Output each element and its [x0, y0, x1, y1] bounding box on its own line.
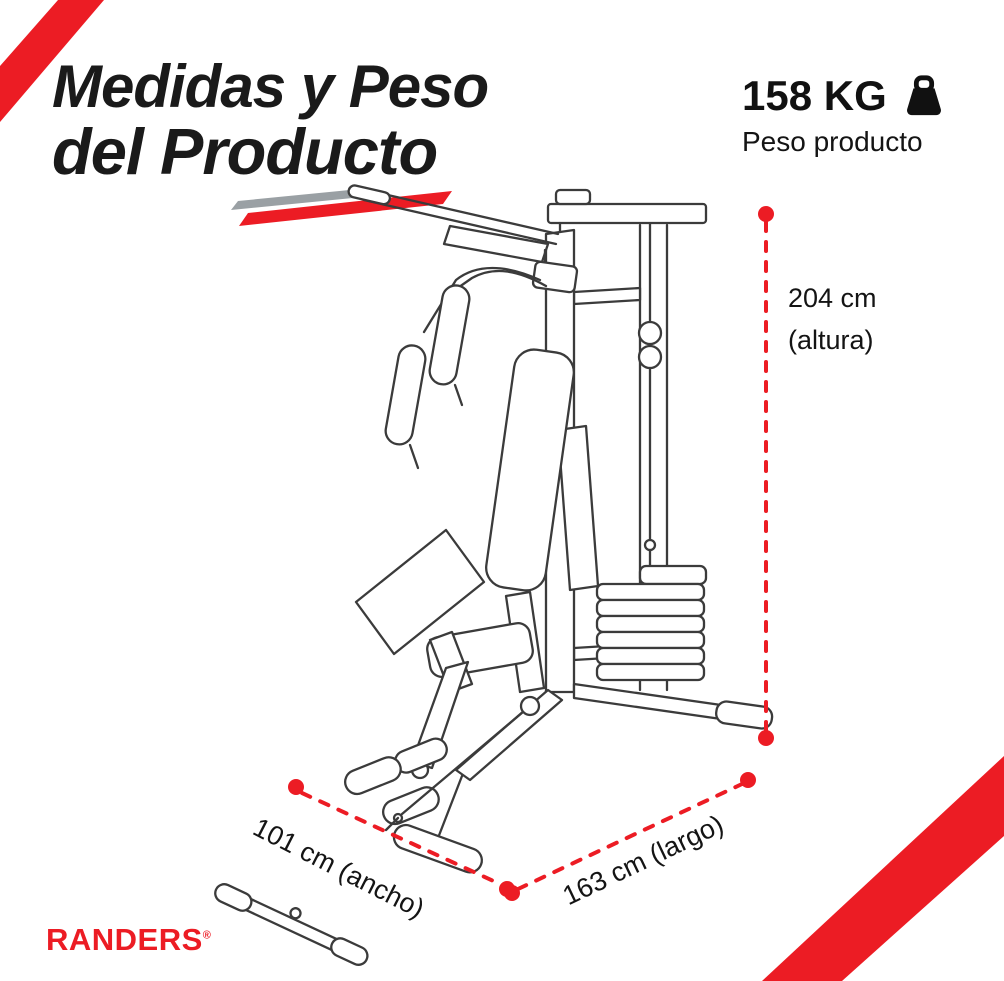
- foam-roller: [384, 344, 427, 446]
- weight-value: 158 KG: [742, 72, 887, 119]
- dimension-dot: [758, 206, 774, 222]
- title-line-2: del Producto: [52, 115, 438, 189]
- rear-foot: [715, 700, 774, 730]
- seat-post: [504, 590, 546, 694]
- pull-bar-ring: [289, 907, 302, 920]
- press-arm: [422, 266, 542, 334]
- height-unit-label: (altura): [788, 324, 874, 355]
- pulley: [637, 320, 663, 346]
- cable: [400, 710, 525, 816]
- lat-bar-gusset: [442, 224, 550, 264]
- weight-plate: [595, 662, 706, 682]
- weight-plate: [595, 614, 706, 634]
- weight-label: Peso producto: [742, 126, 923, 157]
- brand-name: RANDERS: [46, 922, 203, 957]
- title-slash-gray: [231, 188, 370, 210]
- cross-member: [572, 286, 642, 306]
- cross-member: [572, 642, 642, 662]
- leg-roller: [344, 756, 402, 796]
- title-line-1: Medidas y Peso: [52, 53, 489, 120]
- dimension-dot: [499, 881, 515, 897]
- dimension-dot: [740, 772, 756, 788]
- page-title: Medidas y Peso del Producto: [52, 53, 489, 189]
- pull-bar-grip: [214, 883, 253, 912]
- pull-bar-grip: [330, 937, 369, 966]
- selector-knob: [643, 538, 657, 552]
- dimension-dot: [758, 730, 774, 746]
- leg-roller: [382, 786, 440, 826]
- pulley: [637, 344, 663, 370]
- weight-plate: [595, 646, 706, 666]
- main-post: [544, 228, 576, 694]
- preacher-pad: [354, 528, 486, 656]
- low-pulley: [519, 695, 541, 717]
- stack-top-plate: [638, 564, 708, 586]
- corner-ribbon-bottom-right: [762, 756, 1004, 981]
- base-rail-front: [454, 688, 564, 782]
- pivot: [410, 760, 430, 780]
- pull-bar: [223, 889, 358, 960]
- length-dimension-label: 163 cm (largo): [558, 809, 729, 912]
- base-rail-right: [572, 682, 744, 724]
- dimension-dot: [504, 885, 520, 901]
- seat-back-support: [556, 424, 600, 592]
- press-arm: [450, 269, 548, 294]
- foam-roller: [428, 284, 471, 386]
- top-beam: [546, 202, 708, 225]
- beam-bracket: [554, 188, 592, 206]
- width-dimension-label: 101 cm (ancho): [248, 812, 430, 924]
- weight-plate: [595, 630, 706, 650]
- dimension-dot: [288, 779, 304, 795]
- preacher-support: [428, 630, 474, 694]
- height-value: 204 cm: [788, 283, 877, 313]
- front-foot: [392, 823, 483, 874]
- lat-bar: [362, 198, 558, 246]
- weight-plate: [595, 582, 706, 602]
- registered-trademark-icon: ®: [202, 929, 212, 942]
- seat-pad: [426, 622, 534, 678]
- leg-roller: [393, 737, 448, 774]
- brand-logo: RANDERS®: [46, 922, 211, 958]
- front-post: [410, 660, 470, 770]
- weight-plate: [595, 598, 706, 618]
- height-dimension-label: 204 cm (altura): [788, 278, 877, 362]
- gym-weight-icon: [906, 75, 941, 116]
- title-slash-red: [239, 191, 452, 226]
- cable-clip: [392, 812, 404, 824]
- back-pad: [485, 348, 575, 592]
- product-weight-block: 158 KG Peso producto: [742, 72, 947, 158]
- press-pivot: [531, 260, 579, 294]
- lat-bar: [364, 188, 560, 236]
